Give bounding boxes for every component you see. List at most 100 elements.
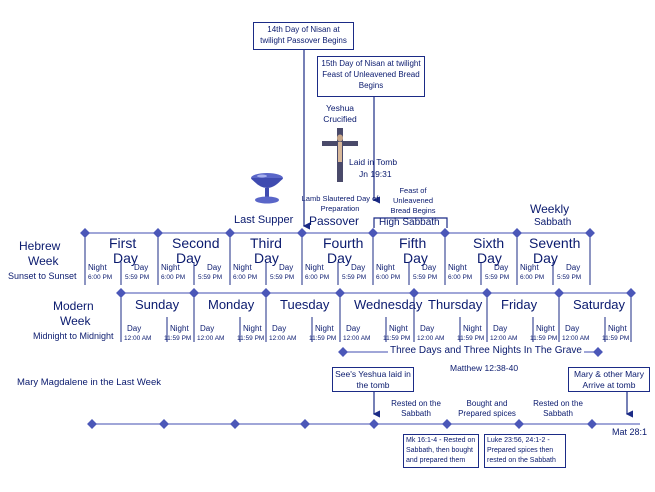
mary-diamond bbox=[442, 419, 452, 429]
nisan-15-text: 15th Day of Nisan at twilight Feast of U… bbox=[321, 59, 421, 90]
feast-unleavened-label: Feast of Unleavened Bread Begins bbox=[390, 186, 436, 215]
mary-title: Mary Magdalene in the Last Week bbox=[17, 377, 161, 388]
night-time: 6:00 PM bbox=[88, 274, 113, 281]
night-label: Night bbox=[88, 263, 107, 272]
hebrew-day-word: Day bbox=[327, 250, 352, 266]
rested-sabbath-1: Rested on the Sabbath bbox=[391, 399, 441, 418]
modern-diamond bbox=[189, 288, 199, 298]
day-time: 12:00 AM bbox=[343, 335, 371, 342]
day-label: Day bbox=[494, 263, 509, 272]
mary-arrive-box: Mary & other Mary Arrive at tomb bbox=[568, 367, 650, 392]
day-time: 5:59 PM bbox=[270, 274, 295, 281]
mat-reference: Mat 28:1 bbox=[612, 427, 648, 437]
hebrew-title: Hebrew bbox=[19, 239, 61, 253]
night-label: Night bbox=[463, 324, 482, 333]
night-time: 6:00 PM bbox=[520, 274, 545, 281]
hebrew-day-name: First bbox=[109, 235, 137, 251]
mary-diamond bbox=[87, 419, 97, 429]
day-time: 5:59 PM bbox=[125, 274, 150, 281]
hebrew-diamond bbox=[297, 228, 307, 238]
day-label: Day bbox=[127, 324, 142, 333]
hebrew-diamond bbox=[512, 228, 522, 238]
night-time: 11:59 PM bbox=[164, 335, 192, 342]
nisan-15-box: 15th Day of Nisan at twilight Feast of U… bbox=[317, 56, 425, 97]
night-label: Night bbox=[161, 263, 180, 272]
day-label: Day bbox=[207, 263, 222, 272]
day-time: 12:00 AM bbox=[269, 335, 297, 342]
night-label: Night bbox=[389, 324, 408, 333]
cross-icon bbox=[322, 128, 358, 182]
day-label: Day bbox=[279, 263, 294, 272]
night-label: Night bbox=[520, 263, 539, 272]
day-label: Day bbox=[566, 263, 581, 272]
hebrew-day-word: Day bbox=[477, 250, 502, 266]
day-label: Day bbox=[272, 324, 287, 333]
modern-diamond bbox=[261, 288, 271, 298]
hebrew-day-name: Fifth bbox=[399, 235, 427, 251]
night-label: Night bbox=[315, 324, 334, 333]
night-label: Night bbox=[305, 263, 324, 272]
sabbath-label: Sabbath bbox=[534, 217, 572, 228]
mark-reference-box: Mk 16:1-4 - Rested on Sabbath, then boug… bbox=[403, 434, 479, 468]
modern-diamond bbox=[116, 288, 126, 298]
hebrew-day-word: Day bbox=[403, 250, 428, 266]
day-label: Day bbox=[351, 263, 366, 272]
day-label: Day bbox=[565, 324, 580, 333]
modern-diamond bbox=[335, 288, 345, 298]
night-label: Night bbox=[376, 263, 395, 272]
day-time: 5:59 PM bbox=[198, 274, 223, 281]
night-label: Night bbox=[536, 324, 555, 333]
modern-day-name: Monday bbox=[208, 297, 255, 312]
modern-day-name: Tuesday bbox=[280, 297, 330, 312]
hebrew-week-title: Week bbox=[28, 254, 59, 268]
nisan-14-box: 14th Day of Nisan at twilight Passover B… bbox=[253, 22, 354, 50]
high-sabbath-label: High Sabbath bbox=[379, 217, 440, 228]
laid-in-tomb-label: Laid in Tomb bbox=[349, 157, 398, 167]
day-label: Day bbox=[346, 324, 361, 333]
night-time: 11:59 PM bbox=[530, 335, 558, 342]
day-label: Day bbox=[420, 324, 435, 333]
mary-diamond bbox=[369, 419, 379, 429]
hebrew-day-word: Day bbox=[176, 250, 201, 266]
sees-yeshua-text: See's Yeshua laid in the tomb bbox=[335, 369, 411, 390]
hebrew-day-word: Day bbox=[254, 250, 279, 266]
night-time: 11:59 PM bbox=[309, 335, 337, 342]
modern-day-name: Sunday bbox=[135, 297, 180, 312]
hebrew-day-name: Third bbox=[250, 235, 282, 251]
night-time: 6:00 PM bbox=[448, 274, 473, 281]
hebrew-day-name: Sixth bbox=[473, 235, 505, 251]
grave-diamond bbox=[338, 347, 348, 357]
hebrew-diamond bbox=[368, 228, 378, 238]
weekly-label: Weekly bbox=[530, 202, 570, 216]
day-time: 5:59 PM bbox=[485, 274, 510, 281]
modern-diamond bbox=[482, 288, 492, 298]
bought-spices: Bought and Prepared spices bbox=[458, 399, 516, 418]
night-time: 6:00 PM bbox=[376, 274, 401, 281]
cup-icon bbox=[251, 173, 283, 204]
day-time: 12:00 AM bbox=[490, 335, 518, 342]
hebrew-diamond bbox=[225, 228, 235, 238]
day-time: 5:59 PM bbox=[342, 274, 367, 281]
passover-label: Passover bbox=[309, 214, 360, 228]
day-time: 12:00 AM bbox=[562, 335, 590, 342]
luke-reference-box: Luke 23:56, 24:1-2 - Prepared spices the… bbox=[484, 434, 566, 468]
yeshua-crucified-label: Yeshua Crucified bbox=[323, 103, 357, 124]
modern-diamond bbox=[409, 288, 419, 298]
hebrew-day-name: Second bbox=[172, 235, 220, 251]
night-time: 11:59 PM bbox=[383, 335, 411, 342]
grave-label: Three Days and Three Nights In The Grave bbox=[388, 345, 584, 357]
hebrew-day-name: Fourth bbox=[323, 235, 364, 251]
day-time: 5:59 PM bbox=[557, 274, 582, 281]
modern-week-title: Week bbox=[60, 314, 91, 328]
night-label: Night bbox=[243, 324, 262, 333]
hebrew-day-name: Seventh bbox=[529, 235, 581, 251]
modern-diamond bbox=[554, 288, 564, 298]
mary-arrive-text: Mary & other Mary Arrive at tomb bbox=[574, 369, 644, 390]
night-label: Night bbox=[448, 263, 467, 272]
modern-day-name: Wednesday bbox=[354, 297, 423, 312]
mary-diamond bbox=[159, 419, 169, 429]
mary-diamond bbox=[300, 419, 310, 429]
day-time: 5:59 PM bbox=[413, 274, 438, 281]
day-label: Day bbox=[200, 324, 215, 333]
